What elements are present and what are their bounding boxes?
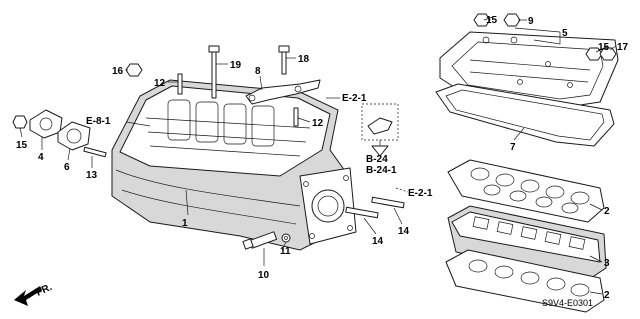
cover-gasket[interactable] — [435, 83, 615, 147]
ref-e-2-1-lower: E-2-1 — [408, 188, 433, 199]
callout-13: 13 — [86, 170, 98, 181]
callout-14-right: 14 — [398, 226, 410, 237]
callout-10: 10 — [258, 270, 270, 281]
callout-16: 16 — [112, 66, 124, 77]
ref-e-2-1-upper: E-2-1 — [342, 93, 367, 104]
nut-9[interactable] — [503, 13, 521, 27]
callout-12-right: 12 — [312, 118, 324, 129]
callout-2-upper: 2 — [604, 206, 610, 217]
hose-detail-box — [361, 103, 399, 157]
callout-15-cover-left: 15 — [486, 15, 498, 26]
callout-15-cover-right: 15 — [598, 42, 610, 53]
bolt-15-left[interactable] — [12, 115, 28, 129]
diagram-code: S9V4-E0301 — [542, 298, 593, 308]
intake-manifold[interactable] — [111, 79, 357, 251]
stud-14-a[interactable] — [345, 206, 379, 219]
bracket-8[interactable] — [245, 79, 321, 105]
front-label: FR. — [35, 282, 54, 299]
callout-2-lower: 2 — [604, 290, 610, 301]
washer-11[interactable] — [281, 233, 291, 243]
ref-e-8-1: E-8-1 — [86, 116, 111, 127]
callout-17: 17 — [617, 42, 629, 53]
nut-15-cover-a[interactable] — [473, 13, 491, 27]
leader-lines — [19, 16, 617, 295]
manifold-plate[interactable] — [447, 205, 607, 281]
callout-6: 6 — [64, 162, 70, 173]
stud-14-b[interactable] — [371, 196, 405, 209]
callout-14-left: 14 — [372, 236, 384, 247]
callout-9: 9 — [528, 16, 534, 27]
manifold-gasket-upper[interactable] — [447, 159, 605, 223]
callout-1: 1 — [182, 218, 188, 229]
manifold-gasket-lower[interactable] — [445, 249, 605, 313]
gasket-4[interactable] — [29, 109, 63, 139]
callout-11: 11 — [280, 246, 291, 257]
callout-5: 5 — [562, 28, 568, 39]
nut-16[interactable] — [125, 63, 143, 77]
callout-8: 8 — [255, 66, 261, 77]
stud-19[interactable] — [208, 45, 220, 99]
callout-4: 4 — [38, 152, 44, 163]
bolt-18[interactable] — [278, 45, 290, 75]
stud-12-upper[interactable] — [177, 73, 183, 95]
callout-19: 19 — [230, 60, 242, 71]
callout-labels: 15 9 5 15 17 7 2 3 2 1 16 12 19 18 8 12 … — [16, 15, 629, 301]
gasket-6[interactable] — [57, 121, 91, 151]
callout-15-left: 15 — [16, 140, 28, 151]
reference-labels: E-8-1 E-2-1 B-24 B-24-1 E-2-1 — [86, 93, 433, 199]
callout-3: 3 — [604, 258, 610, 269]
callout-18: 18 — [298, 54, 310, 65]
stud-12-right[interactable] — [293, 107, 299, 127]
stud-13[interactable] — [83, 146, 107, 158]
callout-7: 7 — [510, 142, 516, 153]
ref-b-24: B-24 — [366, 154, 388, 165]
front-direction-arrow: FR. — [14, 282, 54, 306]
sensor-10[interactable] — [242, 231, 278, 250]
callout-12-upper: 12 — [154, 78, 166, 89]
nut-17[interactable] — [599, 47, 617, 61]
ref-b-24-1: B-24-1 — [366, 165, 397, 176]
